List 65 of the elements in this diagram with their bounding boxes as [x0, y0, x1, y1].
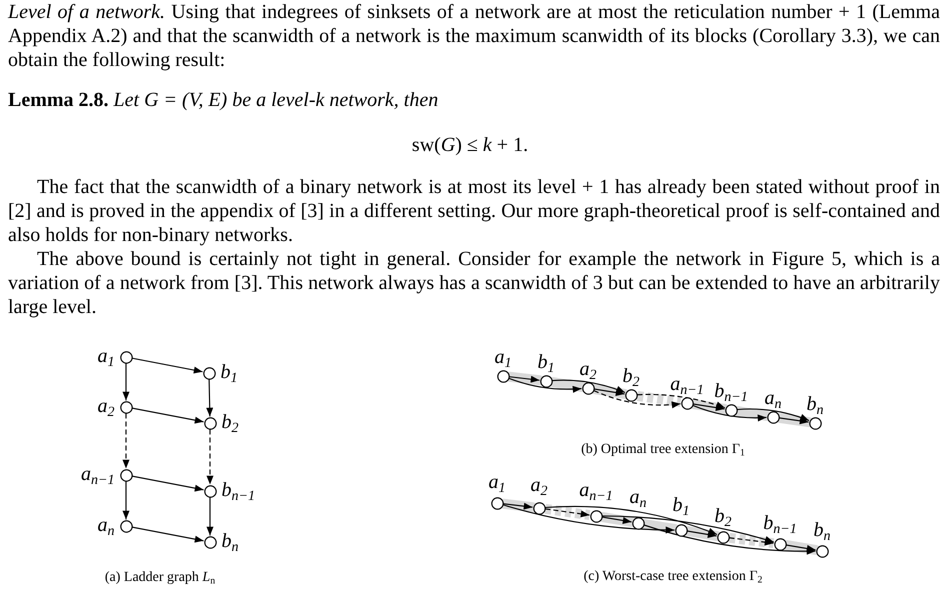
vertex-label: b$_{2}$ — [222, 412, 238, 432]
dashed-arrow — [637, 394, 726, 408]
arrow — [132, 408, 204, 424]
arrow — [552, 380, 626, 394]
arrow — [132, 358, 203, 374]
vertex-label: a$_{1}$ — [98, 346, 114, 366]
vertex-label: a$_{n}$ — [630, 486, 646, 506]
vertex-label: b$_{1}$ — [538, 352, 554, 372]
figure-caption: (c) Worst-case tree extension Γ$_{2}$ — [584, 569, 762, 585]
arrow — [779, 417, 809, 424]
arrow — [786, 544, 816, 552]
vertex-label: a$_{1}$ — [488, 472, 506, 492]
vertex-label: b$_{1}$ — [220, 362, 238, 382]
arrow — [693, 403, 725, 412]
arrow — [602, 515, 774, 543]
figure-caption: (a) Ladder graph L$_{n}$ — [104, 570, 216, 586]
dashed-arrow — [545, 508, 590, 518]
dashed-highlight-band — [544, 504, 590, 520]
arrow — [503, 502, 533, 510]
arrow — [132, 526, 204, 543]
vertex-label: a$_{n}$ — [764, 388, 782, 408]
arrow — [206, 498, 214, 536]
vertex-label: b$_{n}$ — [222, 530, 238, 550]
arrow — [644, 524, 816, 555]
vertex-label: b$_{2}$ — [714, 506, 732, 526]
vertex-label: a$_{n−1}$ — [81, 464, 114, 484]
vertex-label: b$_{n}$ — [806, 394, 824, 414]
arrow — [692, 404, 767, 422]
vertex-label: a$_{n−1}$ — [579, 480, 613, 500]
dashed-arrow — [122, 414, 130, 468]
dashed-arrow — [206, 430, 214, 484]
vertex-label: a$_{2}$ — [98, 396, 114, 416]
arrow — [737, 408, 810, 422]
vertex-label: b$_{n−1}$ — [714, 380, 748, 400]
vertex-label: a$_{n}$ — [98, 514, 114, 534]
dashed-highlight-band — [636, 390, 682, 408]
dashed-arrow — [594, 390, 681, 408]
paragraph: Level of a network. Using that indegrees of sinksets of a network are at most the reticulation number + 1 (Lemma Appendix A.2) and that the scanwidth of a network is the maximum scanwidth of its blocks (Corollary 3.3), we can obtain the following result: — [8, 0, 940, 72]
arrow — [545, 506, 718, 536]
arrow — [132, 476, 204, 492]
vertex-label: b$_{n−1}$ — [222, 480, 255, 500]
paragraph: The above bound is certainly not tight in general. Consider for example the network in Figure 5, which is a variation of a network from [3]. This network always has a scanwidth of 3 but can be extended to have an arbitrarily large level. — [8, 247, 940, 319]
figure-caption: (b) Optimal tree extension Γ$_{1}$ — [581, 442, 745, 458]
arrow — [594, 388, 625, 396]
vertex-label: a$_{1}$ — [494, 346, 512, 366]
paragraph: The fact that the scanwidth of a binary network is at most its level + 1 has already been stated without proof in [2] and is proved in the appendix of [3] in a different setting. Our more graph-theoretical proof is self-contained and also holds for non-binary networks. — [8, 175, 940, 247]
arrow — [122, 482, 130, 520]
vertex-label: b$_{2}$ — [622, 366, 640, 386]
vertex-label: a$_{2}$ — [580, 358, 596, 378]
vertex-label: a$_{2}$ — [530, 474, 548, 494]
dashed-arrow — [729, 537, 774, 546]
lemma-statement: Lemma 2.8. Let G = (V, E) be a level-k network, then — [8, 88, 438, 112]
arrow — [122, 364, 130, 400]
arrow — [503, 504, 674, 534]
arrow — [508, 378, 582, 393]
formula: sw(G) ≤ k + 1. — [412, 133, 528, 157]
vertex-label: a$_{n−1}$ — [670, 374, 704, 394]
dashed-highlight-band — [728, 532, 774, 548]
arrow — [509, 376, 540, 383]
arrow — [206, 379, 214, 417]
arrow — [687, 530, 717, 538]
arrow — [602, 516, 632, 524]
vertex-label: b$_{1}$ — [672, 494, 690, 514]
vertex-label: b$_{n−1}$ — [763, 512, 797, 532]
vertex-label: b$_{n}$ — [814, 520, 830, 540]
